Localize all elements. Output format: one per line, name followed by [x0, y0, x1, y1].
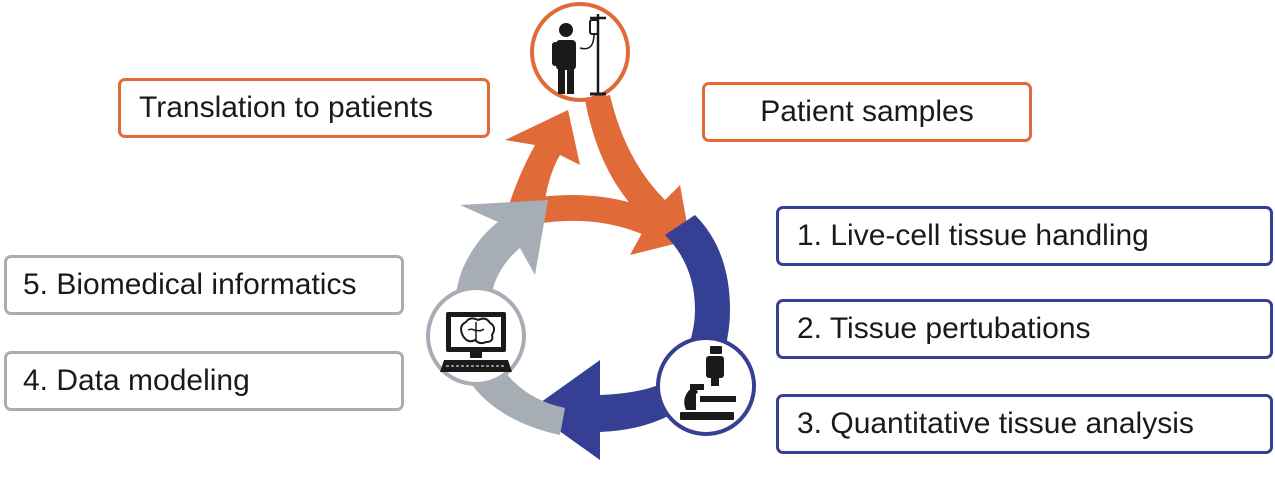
step1-label: 1. Live-cell tissue handling — [797, 219, 1149, 252]
gray-arrow — [460, 200, 548, 282]
step5-label: 5. Biomedical informatics — [23, 268, 357, 301]
step5-box: 5. Biomedical informatics — [4, 255, 404, 315]
step1-box: 1. Live-cell tissue handling — [776, 206, 1273, 266]
patient-samples-box: Patient samples — [702, 82, 1032, 142]
microscope-circle — [656, 336, 756, 436]
translation-to-patients-box: Translation to patients — [118, 78, 490, 138]
blue-arrow — [530, 360, 700, 460]
step3-label: 3. Quantitative tissue analysis — [797, 407, 1194, 440]
computer-brain-icon — [440, 312, 512, 372]
step4-box: 4. Data modeling — [4, 351, 404, 411]
patient-iv-icon — [552, 14, 606, 96]
step2-label: 2. Tissue pertubations — [797, 312, 1091, 345]
translation-to-patients-label: Translation to patients — [139, 91, 434, 124]
microscope-icon — [680, 346, 736, 420]
step4-label: 4. Data modeling — [23, 364, 250, 397]
step2-box: 2. Tissue pertubations — [776, 299, 1273, 359]
orange-arc — [520, 195, 665, 240]
step3-box: 3. Quantitative tissue analysis — [776, 394, 1273, 454]
patient-circle — [530, 2, 630, 102]
patient-samples-label: Patient samples — [760, 95, 974, 128]
